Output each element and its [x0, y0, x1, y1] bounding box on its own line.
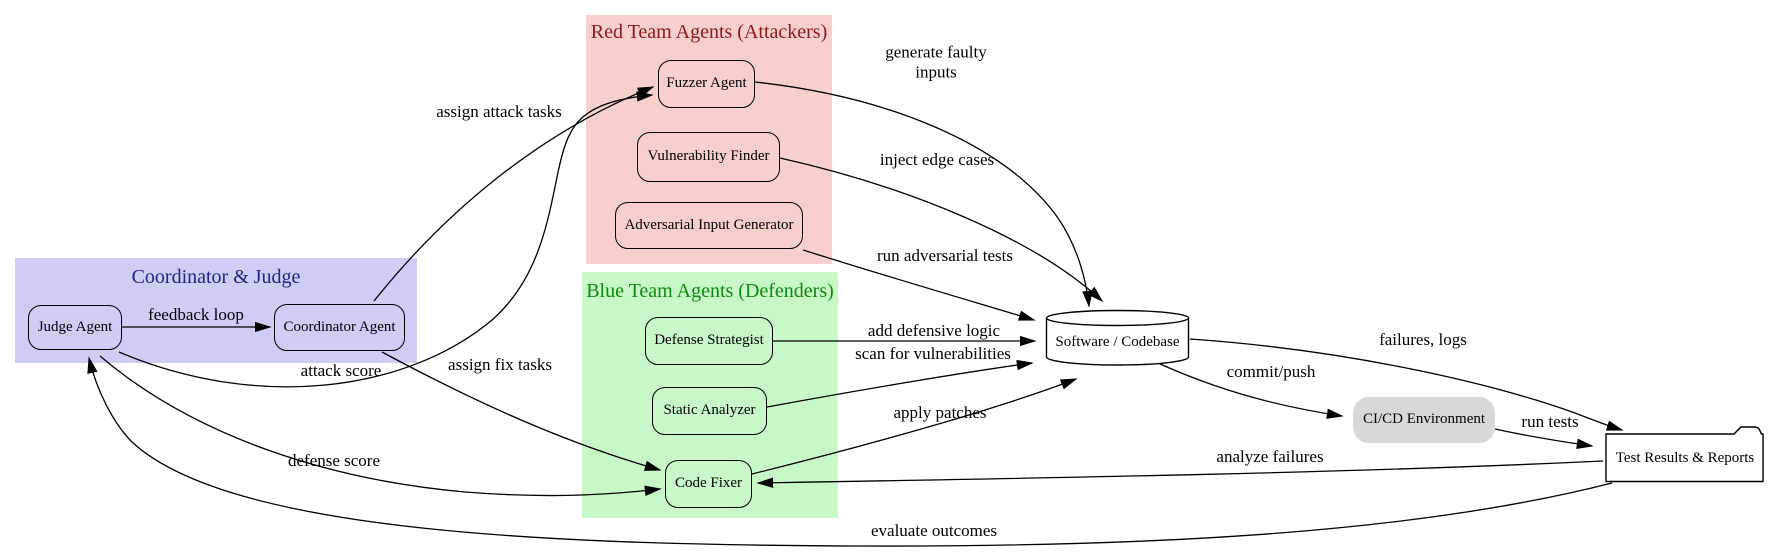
edge-cicd-testresults: [1494, 428, 1594, 450]
node-code-fixer: Code Fixer: [665, 460, 752, 508]
folder-shape: [1605, 426, 1764, 483]
edge-static-software: [766, 359, 1034, 408]
edge-label-evaluate-outcomes: evaluate outcomes: [870, 521, 998, 541]
node-adversarial-input-generator: Adversarial Input Generator: [615, 202, 803, 249]
edge-fuzzer-software: [754, 81, 1093, 308]
edge-label-defense-score: defense score: [287, 451, 381, 471]
edge-vulnfinder-software: [779, 157, 1104, 303]
cluster-red-team-title: Red Team Agents (Attackers): [590, 21, 828, 43]
node-test-results-reports: Test Results & Reports: [1605, 425, 1765, 483]
edge-label-feedback-loop: feedback loop: [148, 305, 244, 325]
node-vulnerability-finder: Vulnerability Finder: [637, 132, 780, 182]
edge-label-commit-push: commit/push: [1226, 362, 1316, 382]
node-software-codebase-label: Software / Codebase: [1055, 334, 1180, 350]
cylinder-shape: [1045, 309, 1190, 366]
edge-coordinator-codefixer: [381, 351, 662, 471]
node-fuzzer-agent: Fuzzer Agent: [658, 60, 755, 108]
edge-label-assign-attack-tasks: assign attack tasks: [436, 102, 562, 122]
edge-codefixer-software: [751, 378, 1078, 475]
cluster-coordinator-judge-title: Coordinator & Judge: [131, 266, 301, 288]
node-static-analyzer: Static Analyzer: [652, 387, 767, 435]
node-test-results-reports-label: Test Results & Reports: [1615, 450, 1755, 466]
edge-label-inject-edge-cases: inject edge cases: [879, 150, 995, 170]
cluster-blue-team-title: Blue Team Agents (Defenders): [586, 280, 834, 302]
edge-label-scan-for-vulnerabilities: scan for vulnerabilities: [855, 344, 1011, 364]
node-cicd-environment: CI/CD Environment: [1353, 397, 1495, 443]
edge-testresults-judge: [87, 356, 1613, 547]
edge-label-generate-faulty-inputs: generate faulty inputs: [885, 42, 987, 81]
edge-label-run-tests: run tests: [1521, 412, 1579, 432]
node-defense-strategist: Defense Strategist: [645, 317, 773, 365]
edge-software-testresults: [1189, 338, 1624, 431]
edge-testresults-codefixer: [756, 460, 1604, 488]
edge-label-add-defensive-logic: add defensive logic: [867, 321, 1001, 341]
edge-label-attack-score: attack score: [300, 361, 382, 381]
edge-label-apply-patches: apply patches: [893, 403, 987, 423]
edge-coordinator-fuzzer: [373, 86, 655, 302]
edge-judge-codefixer: [99, 355, 662, 497]
edge-label-analyze-failures: analyze failures: [1216, 447, 1324, 467]
node-coordinator-agent: Coordinator Agent: [274, 304, 405, 351]
edge-label-run-adversarial-tests: run adversarial tests: [877, 246, 1013, 266]
edge-judge-fuzzer: [118, 91, 654, 388]
node-software-codebase: Software / Codebase: [1045, 309, 1190, 367]
edge-advgen-software: [802, 249, 1036, 321]
edge-label-assign-fix-tasks: assign fix tasks: [448, 355, 552, 375]
edge-software-cicd: [1157, 362, 1344, 419]
edge-label-failures-logs: failures, logs: [1379, 330, 1467, 350]
node-judge-agent: Judge Agent: [28, 305, 122, 350]
